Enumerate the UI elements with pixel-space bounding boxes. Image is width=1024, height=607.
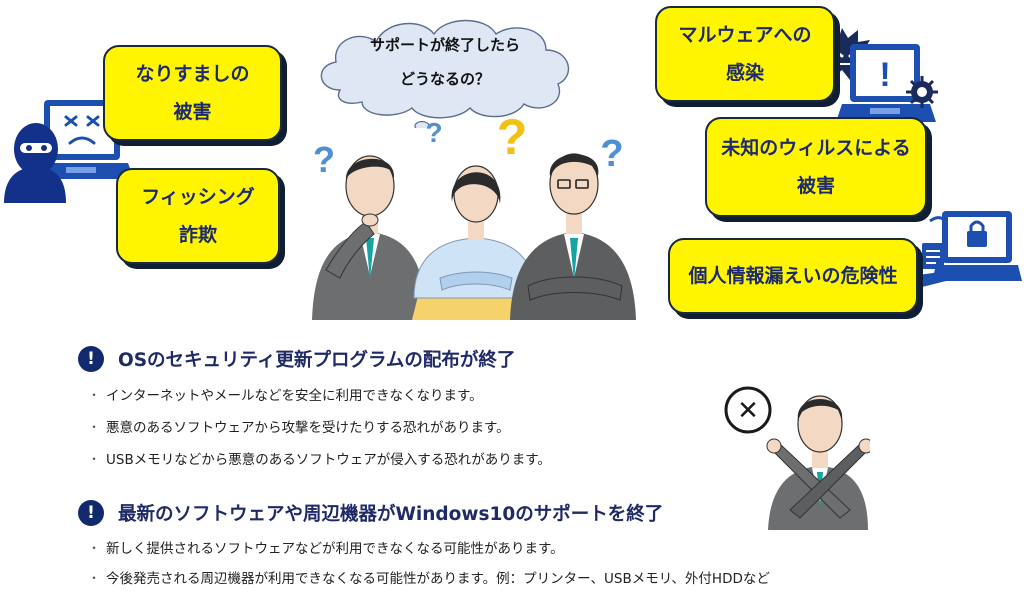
list-item: ・ USBメモリなどから悪意のあるソフトウェアが侵入する恐れがあります。 (88, 442, 551, 474)
warning-exclamation-icon: ! (879, 56, 890, 94)
data-leak-laptop-illustration (918, 211, 1022, 287)
section-1-title: OSのセキュリティ更新プログラムの配布が終了 (118, 350, 516, 371)
hacker-icon (4, 123, 66, 203)
cross-mark-icon: ✕ (724, 386, 772, 434)
risk-box-phishing: フィッシング 詐欺 (116, 168, 280, 264)
list-item: ・悪意のあるソフトウェアから攻撃を受けたりする恐れがあります。 (88, 410, 551, 442)
bullet-mark: ・ (88, 387, 101, 402)
bullet-text: 今後発売される周辺機器が利用できなくなる可能性があります。例：プリンター、USB… (106, 571, 770, 587)
man-crossed-arms-illustration: ✕ (724, 386, 870, 530)
bullet-text: 悪意のあるソフトウェアから攻撃を受けたりする恐れがあります。 (106, 420, 510, 436)
document-leak-icon (918, 216, 954, 287)
lock-icon (967, 220, 987, 247)
exclamation-icon: ! (78, 500, 104, 526)
risk-box-impersonation: なりすましの 被害 (103, 45, 282, 141)
risk-box-unknown-virus: 未知のウィルスによる 被害 (705, 117, 927, 217)
bullet-mark: ・ (88, 451, 101, 466)
risk-data-leak-line-1: 個人情報漏えいの危険性 (688, 265, 898, 287)
bullet-text: インターネットやメールなどを安全に利用できなくなります。 (106, 388, 483, 404)
risk-impersonation-line-1: なりすましの (135, 63, 250, 85)
risk-unknown-virus-line-1: 未知のウィルスによる (721, 137, 911, 159)
cloud-line-2: どうなるの？ (399, 70, 490, 88)
question-mark-icon: ? (497, 110, 528, 165)
risk-box-data-leak: 個人情報漏えいの危険性 (668, 238, 918, 314)
risk-phishing-line-2: 詐欺 (178, 224, 217, 246)
list-item: ・インターネットやメールなどを安全に利用できなくなります。 (88, 378, 551, 410)
woman-worried-icon (412, 165, 538, 320)
man-glasses-right-icon (510, 153, 636, 320)
list-item: ・新しく提供されるソフトウェアなどが利用できなくなる可能性があります。 (88, 532, 770, 562)
section-2-title: 最新のソフトウェアや周辺機器がWindows10のサポートを終了 (118, 504, 664, 525)
hacker-laptop-illustration (4, 100, 134, 203)
bullet-text: USBメモリなどから悪意のあるソフトウェアが侵入する恐れがあります。 (106, 452, 551, 468)
bullet-mark: ・ (88, 540, 101, 555)
list-item: ・今後発売される周辺機器が利用できなくなる可能性があります。例：プリンター、US… (88, 562, 770, 592)
laptop-icon (836, 44, 936, 122)
risk-malware-line-1: マルウェアへの (678, 24, 812, 46)
thought-cloud (320, 19, 570, 128)
man-thinking-left-icon (312, 155, 426, 320)
question-mark-icon: ? (313, 139, 335, 180)
small-virus-icon (906, 76, 938, 108)
risk-box-malware: マルウェアへの 感染 (655, 6, 835, 102)
risk-phishing-line-1: フィッシング (141, 186, 255, 208)
sad-face-screen-icon (64, 115, 100, 145)
bullet-mark: ・ (88, 570, 101, 585)
risk-unknown-virus-line-2: 被害 (796, 175, 835, 197)
svg-text:!: ! (879, 56, 890, 94)
worried-people-illustration: ? ? ? ? (312, 110, 636, 320)
section-2-bullets: ・新しく提供されるソフトウェアなどが利用できなくなる可能性があります。 ・今後発… (88, 532, 770, 592)
bullet-mark: ・ (88, 419, 101, 434)
risk-impersonation-line-2: 被害 (173, 101, 212, 123)
question-mark-icon: ? (600, 133, 623, 175)
question-mark-icon: ? (425, 117, 442, 148)
bullet-text: 新しく提供されるソフトウェアなどが利用できなくなる可能性があります。 (106, 541, 564, 557)
exclamation-icon: ! (78, 346, 104, 372)
section-1-bullets: ・インターネットやメールなどを安全に利用できなくなります。 ・悪意のあるソフトウ… (88, 378, 551, 474)
svg-text:✕: ✕ (737, 396, 759, 426)
cloud-line-1: サポートが終了したら (369, 36, 520, 54)
section-1-heading: ! OSのセキュリティ更新プログラムの配布が終了 (78, 344, 515, 374)
risk-malware-line-2: 感染 (725, 62, 764, 84)
section-2-heading: ! 最新のソフトウェアや周辺機器がWindows10のサポートを終了 (78, 498, 663, 528)
man-refusing-icon (766, 395, 870, 530)
cloud-question-text: サポートが終了したら どうなるの？ (345, 28, 545, 96)
